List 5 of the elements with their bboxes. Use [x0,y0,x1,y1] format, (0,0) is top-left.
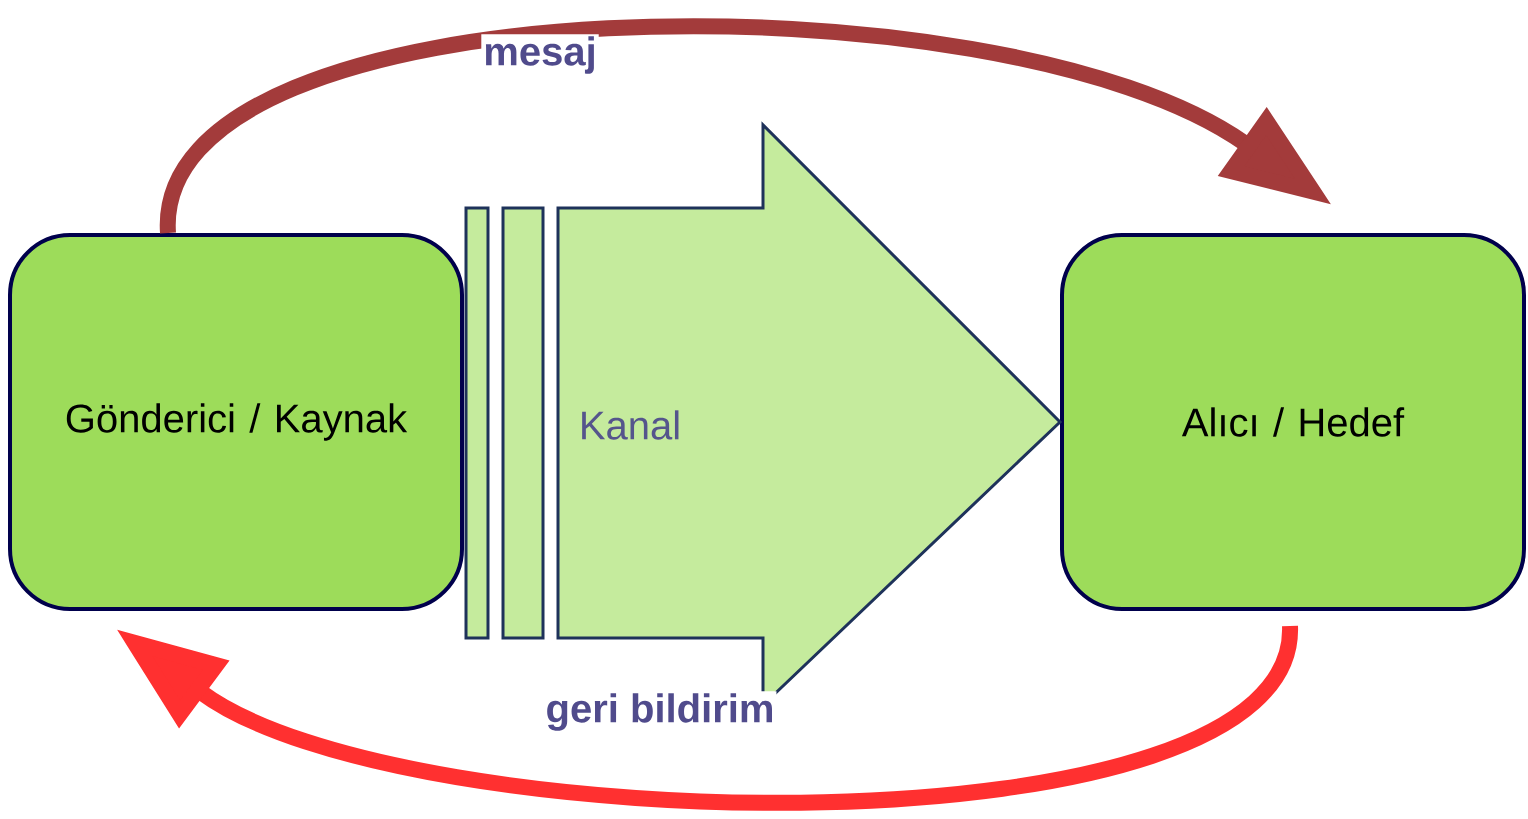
process-box: Gönderici / Kaynak [8,233,464,611]
edge-label: geri bildirim [543,691,777,733]
edge-label: mesaj [481,34,599,76]
process-box: Alıcı / Hedef [1060,233,1526,611]
edge-label: Kanal [582,410,679,440]
